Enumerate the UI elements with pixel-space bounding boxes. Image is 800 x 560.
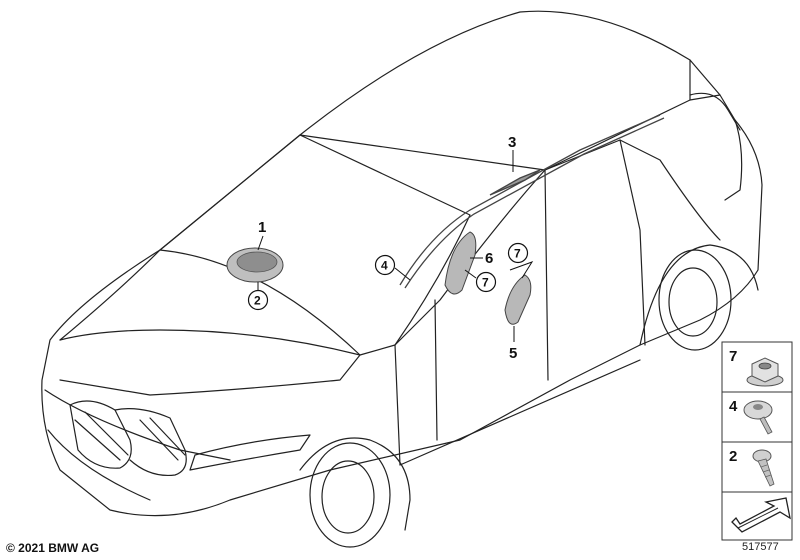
callout-4-circle — [374, 254, 396, 276]
callout-3: 3 — [508, 134, 516, 151]
panel-number-4: 4 — [729, 398, 738, 415]
callout-7a-circle — [475, 271, 497, 293]
curtain-airbag-part-3[interactable] — [399, 114, 665, 289]
callout-leader-4 — [394, 267, 411, 281]
callout-4: 4 — [381, 259, 388, 273]
callout-2: 2 — [254, 294, 261, 308]
copyright-text: © 2021 BMW AG — [6, 541, 100, 555]
diagram-id: 517577 — [742, 541, 779, 553]
torx-screw-icon[interactable] — [743, 400, 773, 435]
panel-number-2: 2 — [729, 448, 737, 465]
callout-leader-7b — [509, 261, 534, 279]
navigate-arrow-icon[interactable] — [731, 497, 791, 533]
side-airbag-part-6[interactable] — [444, 231, 477, 295]
callout-leader-1 — [257, 235, 264, 251]
callout-leader-7a — [464, 269, 477, 279]
callout-5: 5 — [509, 345, 517, 362]
callout-7b: 7 — [514, 247, 521, 261]
car-outline — [41, 10, 763, 548]
callout-7b-circle — [507, 242, 529, 264]
callout-1: 1 — [258, 219, 266, 236]
callout-7a: 7 — [482, 276, 489, 290]
airbag-module-part-1[interactable] — [226, 247, 284, 283]
hex-bolt-icon[interactable] — [752, 449, 775, 487]
panel-number-7: 7 — [729, 348, 737, 365]
callout-2-circle — [247, 289, 269, 311]
side-airbag-part-5[interactable] — [504, 274, 532, 325]
callout-6: 6 — [485, 250, 493, 267]
flange-nut-icon[interactable] — [746, 357, 784, 387]
